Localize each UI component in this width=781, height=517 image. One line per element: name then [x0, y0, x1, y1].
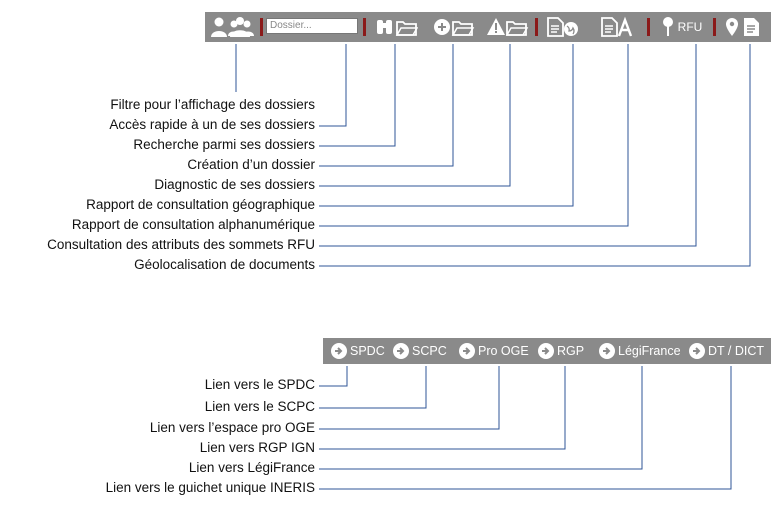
callout-oge: Lien vers l’espace pro OGE: [149, 420, 315, 435]
callout-filter: Filtre pour l’affichage des dossiers: [110, 97, 315, 112]
alpha-report-icon[interactable]: [597, 15, 637, 39]
leader-line-diagnostic: [319, 44, 511, 187]
pin-rfu-icon: [662, 17, 673, 36]
link-label: Pro OGE: [478, 344, 529, 358]
leader-line-rfu: [319, 44, 697, 247]
rfu-label: RFU: [677, 20, 703, 34]
leader-line-geo-report: [319, 44, 574, 207]
callout-spdc: Lien vers le SPDC: [204, 377, 315, 392]
link-rgp[interactable]: RGP: [538, 338, 584, 364]
arrow-right-icon: [689, 343, 705, 359]
link-label: RGP: [557, 344, 585, 358]
geo-report-icon[interactable]: [543, 15, 583, 39]
leader-line-search: [319, 44, 396, 147]
leader-line-spdc: [319, 366, 348, 387]
arrow-right-icon: [538, 343, 554, 359]
arrow-right-icon: [393, 343, 409, 359]
binoculars-folder-icon[interactable]: [373, 15, 419, 39]
link-pro-oge[interactable]: Pro OGE: [459, 338, 529, 364]
leader-line-dtdict: [319, 366, 732, 490]
rfu-button[interactable]: RFU: [657, 15, 707, 39]
link-legifrance[interactable]: LégiFrance: [599, 338, 681, 364]
leader-line-oge: [319, 366, 500, 430]
callout-geo-report: Rapport de consultation géographique: [86, 197, 315, 212]
leader-line-scpc: [319, 366, 427, 409]
separator: [363, 18, 366, 36]
main-toolbar: Dossier...: [205, 12, 771, 42]
link-spdc[interactable]: SPDC: [331, 338, 385, 364]
callout-create: Création d’un dossier: [187, 157, 315, 172]
leader-line-create: [319, 44, 454, 167]
arrow-right-icon: [599, 343, 615, 359]
callout-scpc: Lien vers le SCPC: [204, 399, 315, 414]
separator: [535, 18, 538, 36]
link-label: SPDC: [350, 344, 385, 358]
separator: [647, 18, 650, 36]
leader-line-rgp: [319, 366, 566, 450]
callout-legifrance: Lien vers LégiFrance: [188, 460, 315, 475]
link-label: LégiFrance: [618, 344, 681, 358]
link-label: DT / DICT: [708, 344, 765, 358]
callout-alpha-report: Rapport de consultation alphanumérique: [71, 217, 315, 232]
dossier-search-input[interactable]: Dossier...: [266, 18, 358, 34]
callout-diagnostic: Diagnostic de ses dossiers: [154, 177, 315, 192]
users-icon[interactable]: [209, 15, 257, 39]
location-document-icon[interactable]: [723, 15, 765, 39]
arrow-right-icon: [459, 343, 475, 359]
callout-geoloc: Géolocalisation de documents: [134, 257, 315, 272]
leader-line-geoloc: [319, 44, 751, 267]
callout-rfu: Consultation des attributs des sommets R…: [47, 237, 315, 252]
leader-line-quick-access: [319, 44, 347, 127]
link-label: SCPC: [412, 344, 447, 358]
links-toolbar: SPDC SCPC Pro OGE RGP LégiFrance DT / DI…: [323, 338, 771, 364]
separator: [260, 18, 263, 36]
leader-line-legifrance: [319, 366, 643, 470]
separator: [713, 18, 716, 36]
callout-quick-access: Accès rapide à un de ses dossiers: [109, 117, 315, 132]
callout-dtdict: Lien vers le guichet unique INERIS: [105, 480, 315, 495]
add-folder-icon[interactable]: [431, 15, 477, 39]
link-scpc[interactable]: SCPC: [393, 338, 447, 364]
arrow-right-icon: [331, 343, 347, 359]
link-dt-dict[interactable]: DT / DICT: [689, 338, 764, 364]
callout-search: Recherche parmi ses dossiers: [133, 137, 315, 152]
leader-line-alpha-report: [319, 44, 629, 227]
warning-folder-icon[interactable]: [485, 15, 531, 39]
callout-rgp: Lien vers RGP IGN: [199, 440, 315, 455]
